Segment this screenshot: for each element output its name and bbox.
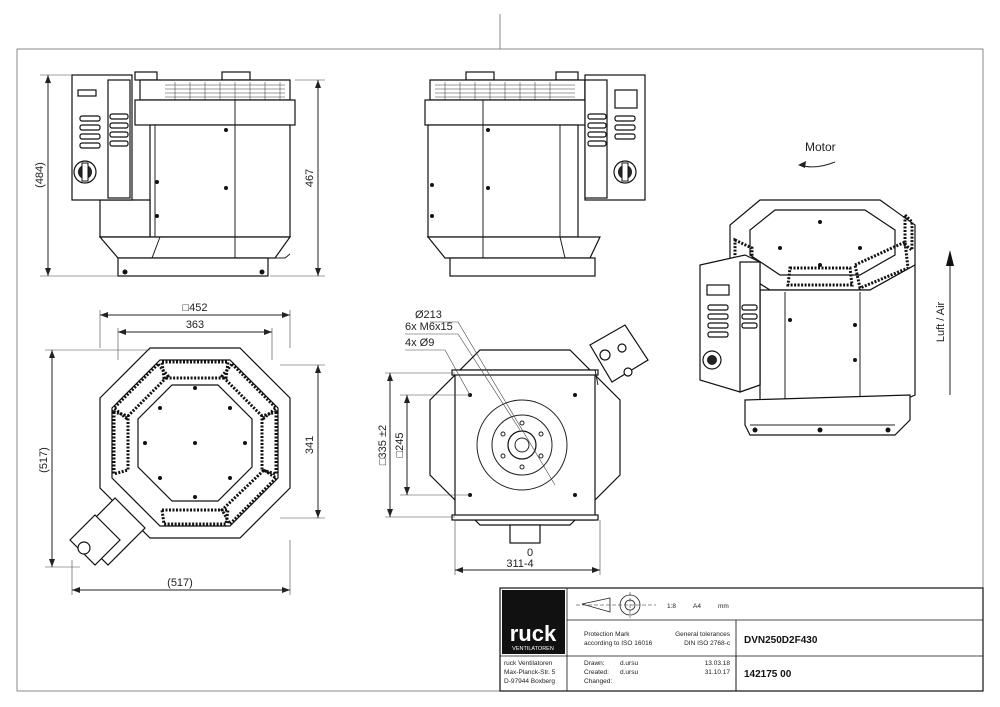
paper-size: A4 [693,603,701,610]
drawn-by: d.ursu [620,660,638,667]
drawn-label: Drawn: [584,660,605,667]
changed-label: Changed: [584,678,612,685]
created-by: d.ursu [620,669,638,676]
units: mm [718,603,729,610]
dim-top-width-sq: □452 [183,302,208,314]
dim-base-zero: 0 [527,547,533,559]
dim-base-sq-tol: □335 ±2 [377,425,389,465]
dim-top-depth: 341 [304,436,316,454]
isometric-view: Motor Luft / Air [699,140,954,436]
company-name: ruck Ventilatoren [504,660,553,667]
ruck-logo [502,590,565,654]
front-view: (484) 467 [34,71,325,277]
protection-mark-l1: Protection Mark [584,631,630,638]
dim-top-bottom-ref: (517) [167,577,193,589]
general-tolerances-l2: DIN ISO 2768-c [684,640,731,647]
dim-front-height-ref: (484) [34,162,46,188]
model-number: DVN250D2F430 [744,635,818,646]
scale: 1:8 [667,603,676,610]
drawn-date: 13.03.18 [705,660,731,667]
logo-brand-sub: VENTILATOREN [512,646,554,652]
created-date: 31.10.17 [705,669,731,676]
dim-front-height: 467 [304,169,316,187]
projection-symbol-icon [576,592,656,618]
back-view [424,71,646,277]
motor-label: Motor [805,140,836,154]
top-view: □452 363 (517) 341 (517) [38,302,325,595]
logo-brand: ruck [510,621,557,646]
general-tolerances-l1: General tolerances [675,631,731,638]
dim-base-bottom: 311-4 [506,558,533,570]
drawing-number: 142175 00 [744,669,792,680]
dim-base-sq-inner: □245 [394,433,406,458]
dim-top-depth-ref: (517) [38,447,50,473]
dim-base-holes: 4x Ø9 [405,337,434,349]
base-view: Ø213 6x M6x15 4x Ø9 □335 ±2 □245 0 311-4 [377,309,649,575]
dim-top-width: 363 [186,319,204,331]
company-street: Max-Planck-Str. 5 [504,669,556,676]
protection-mark-l2: according to ISO 16016 [584,640,653,647]
company-city: D-97944 Boxberg [504,678,555,685]
created-label: Created: [584,669,609,676]
airflow-label: Luft / Air [935,301,947,342]
dim-base-screws: 6x M6x15 [405,321,453,333]
dim-base-dia: Ø213 [415,309,442,321]
title-block: ruck VENTILATOREN 1:8 A4 mm Protection M… [499,587,984,692]
